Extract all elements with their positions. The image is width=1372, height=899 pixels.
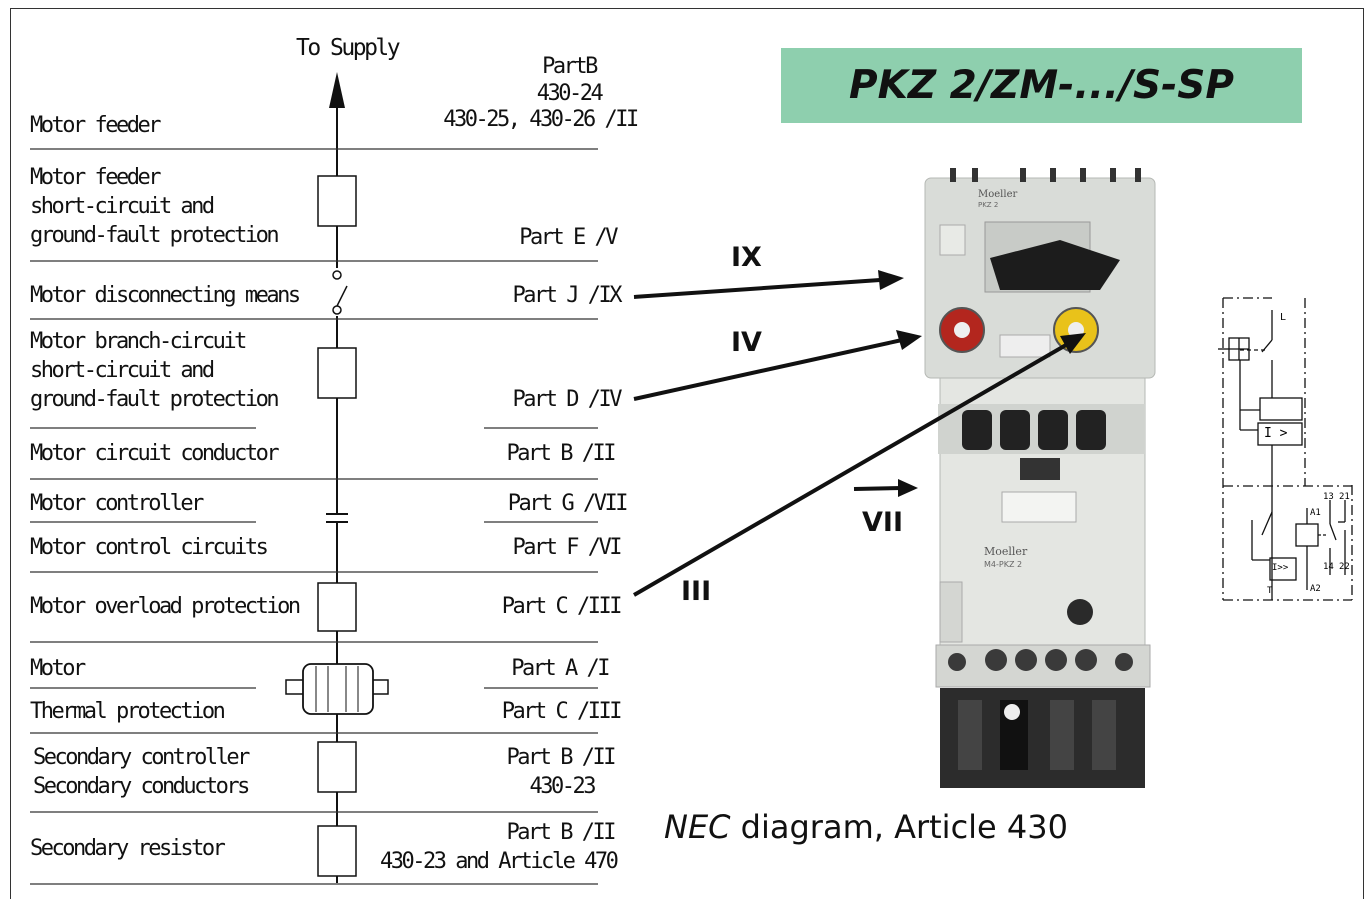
label-line: short-circuit and bbox=[30, 358, 215, 383]
row-secondary-resistor-ref: Part B /II 430-23 and Article 470 bbox=[380, 818, 619, 876]
row-thermal-label: Thermal protection bbox=[30, 699, 226, 724]
row-controller-ref: Part G /VII bbox=[507, 491, 629, 516]
feeder-protection-box bbox=[317, 175, 357, 227]
label-line: ground-fault protection bbox=[30, 223, 280, 248]
device-reset-button bbox=[1067, 599, 1093, 625]
branch-protection-box bbox=[317, 347, 357, 399]
schematic-overcurrent-label: I > bbox=[1264, 426, 1288, 441]
secondary-controller-box bbox=[317, 741, 357, 793]
ref-line: 430-24 bbox=[536, 81, 604, 106]
row-conductor-label: Motor circuit conductor bbox=[30, 441, 280, 466]
device-brand-lower: Moeller bbox=[984, 545, 1028, 558]
secondary-resistor-box bbox=[317, 825, 357, 877]
row-thermal-ref: Part C /III bbox=[501, 699, 623, 724]
device-lower-label: M4-PKZ 2 bbox=[984, 560, 1023, 569]
row-secondary-resistor-label: Secondary resistor bbox=[30, 836, 226, 861]
schematic-21-label: 21 bbox=[1339, 492, 1350, 502]
row-control-circuits-label: Motor control circuits bbox=[30, 535, 269, 560]
roman-vii-label: VII bbox=[862, 507, 903, 538]
row-conductor-ref: Part B /II bbox=[506, 441, 617, 466]
disconnect-contact-top bbox=[332, 270, 342, 280]
row-control-circuits-ref: Part F /VI bbox=[512, 535, 623, 560]
ref-line: 430-23 bbox=[529, 774, 597, 799]
row-feeder-protection-label: Motor feeder short-circuit and ground-fa… bbox=[30, 163, 280, 250]
roman-ix-label: IX bbox=[731, 242, 762, 273]
title-text: PKZ 2/ZM-.../S-SP bbox=[849, 63, 1234, 108]
schematic-a1-label: A1 bbox=[1310, 508, 1321, 518]
schematic-22-label: 22 bbox=[1339, 562, 1350, 572]
label-line: Secondary controller bbox=[33, 745, 250, 770]
arrow-heads bbox=[878, 270, 1086, 497]
row-branch-protection-label: Motor branch-circuit short-circuit and g… bbox=[30, 327, 280, 414]
schematic-t-label: T bbox=[1267, 586, 1273, 596]
controller-gap bbox=[330, 513, 344, 523]
device-rotary-handle bbox=[990, 240, 1120, 290]
row-disconnect-label: Motor disconnecting means bbox=[30, 283, 301, 308]
schematic-instant-label: I>> bbox=[1272, 563, 1289, 573]
row-overload-ref: Part C /III bbox=[501, 594, 623, 619]
row-disconnect-ref: Part J /IX bbox=[512, 283, 623, 308]
schematic-a2-label: A2 bbox=[1310, 584, 1321, 594]
row-separators bbox=[30, 148, 598, 885]
device-model-label: PKZ 2 bbox=[978, 201, 999, 209]
schematic-14-label: 14 bbox=[1323, 562, 1334, 572]
label-line: short-circuit and bbox=[30, 194, 215, 219]
row-motor-feeder-ref: PartB 430-24 430-25, 430-26 /II bbox=[440, 52, 640, 133]
label-line: ground-fault protection bbox=[30, 387, 280, 412]
row-secondary-controller-ref: Part B /II 430-23 bbox=[440, 743, 617, 801]
ref-line: 430-25, 430-26 /II bbox=[443, 107, 639, 132]
pointer-arrows bbox=[632, 278, 1068, 597]
figure-frame bbox=[10, 8, 1364, 899]
row-overload-label: Motor overload protection bbox=[30, 594, 301, 619]
roman-iii-label: III bbox=[681, 576, 712, 607]
title-banner: PKZ 2/ZM-.../S-SP bbox=[781, 48, 1302, 123]
disconnect-gap bbox=[330, 268, 344, 316]
ref-line: PartB bbox=[542, 54, 598, 79]
ref-line: Part B /II bbox=[506, 745, 617, 770]
ref-line: Part B /II bbox=[506, 820, 617, 845]
ref-line: 430-23 and Article 470 bbox=[380, 849, 619, 874]
row-controller-label: Motor controller bbox=[30, 491, 204, 516]
label-line: Motor feeder bbox=[30, 165, 161, 190]
disconnect-contact-bottom bbox=[332, 305, 342, 315]
caption-rest: diagram, Article 430 bbox=[730, 808, 1068, 846]
schematic-l-label: L bbox=[1280, 312, 1287, 323]
row-secondary-controller-label: Secondary controller Secondary conductor… bbox=[33, 743, 250, 801]
disconnect-blade bbox=[336, 285, 348, 307]
row-motor-ref: Part A /I bbox=[511, 656, 610, 681]
row-branch-protection-ref: Part D /IV bbox=[512, 387, 623, 412]
label-line: Motor branch-circuit bbox=[30, 329, 247, 354]
motor-drawing bbox=[285, 663, 389, 715]
supply-label: To Supply bbox=[296, 35, 401, 61]
row-feeder-protection-ref: Part E /V bbox=[519, 225, 618, 250]
roman-iv-label: IV bbox=[731, 327, 762, 358]
caption-nec: NEC bbox=[664, 808, 731, 846]
figure-caption: NEC diagram, Article 430 bbox=[664, 808, 1068, 846]
row-motor-label: Motor bbox=[30, 656, 86, 681]
schematic-13-label: 13 bbox=[1323, 492, 1334, 502]
overload-box bbox=[317, 582, 357, 632]
row-motor-feeder-label: Motor feeder bbox=[30, 113, 161, 138]
control-schematic bbox=[1218, 297, 1353, 601]
device-brand-top: Moeller bbox=[978, 189, 1018, 200]
label-line: Secondary conductors bbox=[33, 774, 250, 799]
supply-arrow bbox=[329, 72, 345, 108]
device-photo bbox=[924, 168, 1156, 788]
